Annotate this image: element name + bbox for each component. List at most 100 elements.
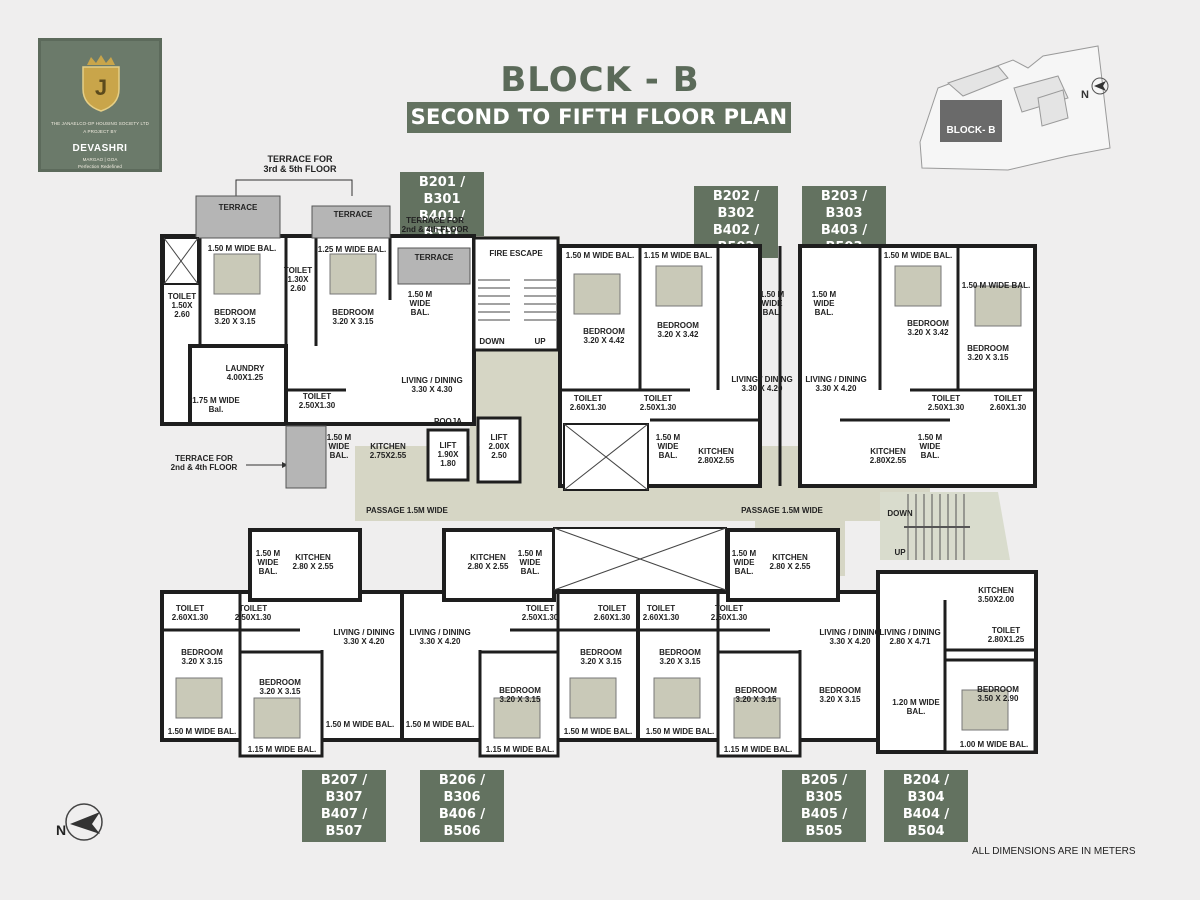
room-label-line: 1.50 M [655,433,681,442]
room-label-line: BEDROOM [259,678,301,687]
room-label-line: 2.80 X 2.55 [292,562,334,571]
shaft-void [163,237,649,491]
fire-escape-stair [472,236,560,352]
room-label-line: 2.00X [488,442,510,451]
room-label: TERRACE [193,203,283,212]
room-label: UP [495,337,585,346]
terrace-note-2-4-left: TERRACE FOR 2nd & 4th FLOOR [162,454,246,472]
room-label-line: 3.30 X 4.30 [411,385,453,394]
room-label-line: 1.50 M WIDE BAL. [645,727,715,736]
developer-logo: J THE JANAELCO-OP HOUSING SOCIETY LTD A … [38,38,162,172]
room-label: DOWN [855,509,945,518]
room-label-line: 1.50 M WIDE BAL. [961,281,1031,290]
unit-tag-line: B407 / B507 [320,807,368,839]
room-label: TERRACE [308,210,398,219]
room-label-line: 3.20 X 3.15 [181,657,223,666]
note-line: TERRACE FOR [175,454,233,463]
room-label-line: 1.15 M WIDE BAL. [723,745,793,754]
room-label-line: BEDROOM [659,648,701,657]
room-label: 1.15 M WIDE BAL. [237,745,327,754]
room-label-line: BAL. [520,567,540,576]
room-label-line: 1.50 M WIDE BAL. [405,720,475,729]
room-label: POOJA [403,417,493,426]
room-label-line: KITCHEN [978,586,1014,595]
arrow-head [282,462,288,468]
footer-note: ALL DIMENSIONS ARE IN METERS [972,846,1136,857]
room-label-line: WIDE [733,558,755,567]
crown-shield-icon: J [82,55,120,112]
upper-inner-walls [198,236,1035,486]
unit-tag-line: B203 / B303 [820,189,868,221]
room-label-line: 1.50 M [811,290,837,299]
room-label-line: BEDROOM [499,686,541,695]
shaft-void [553,527,727,591]
keyplan-block-b [940,100,1002,142]
note-line: 3rd & 5th FLOOR [263,164,337,174]
room-label: 1.50 M WIDE BAL. [873,251,963,260]
room-label-line: 2.50X1.30 [234,613,272,622]
main-staircase [904,494,970,560]
room-label-line: 2.50X1.30 [521,613,559,622]
room-label: 1.50 M WIDE BAL. [315,720,405,729]
unit-tag-b206: B206 / B306 B406 / B506 [420,770,504,842]
room-label-line: TOILET [302,392,332,401]
room-label-line: BEDROOM [583,327,625,336]
room-label-line: 3.20 X 3.42 [657,330,699,339]
room-label-line: 1.50 M [517,549,543,558]
room-label: 1.50 M WIDE BAL. [553,727,643,736]
room-label-line: KITCHEN [698,447,734,456]
room-label-line: 1.50 M [731,549,757,558]
room-label: 1.25 M WIDE BAL. [307,245,397,254]
room-label-line: BAL. [329,451,349,460]
unit-tag-b201: B201 / B301 B401 / B501 [400,172,484,244]
unit-tag-line: B201 / B301 [418,175,466,207]
room-label: FIRE ESCAPE [471,249,561,258]
room-label: 1.15 M WIDE BAL. [713,745,803,754]
room-label-line: BAL. [658,451,678,460]
room-label: DOWN [447,337,537,346]
unit-tag-line: B206 / B306 [438,773,486,805]
logo-society-line: THE JANAELCO-OP HOUSING SOCIETY LTD [50,121,150,126]
unit-tag-b205: B205 / B305 B405 / B505 [782,770,866,842]
room-label-line: TOILET [646,604,676,613]
room-label-line: KITCHEN [470,553,506,562]
room-label-line: 2.60X1.30 [569,403,607,412]
room-label-line: TOILET [283,266,313,275]
room-label-line: 2.60X1.30 [593,613,631,622]
terrace-bracket [235,179,353,196]
room-label: PASSAGE 1.5M WIDE [362,506,452,515]
room-label-line: 2.80X2.55 [697,456,735,465]
room-label-line: BEDROOM [181,648,223,657]
terrace-note-3-5: TERRACE FOR 3rd & 5th FLOOR [260,154,340,174]
terraces [195,195,471,489]
room-label-line: TOILET [167,292,197,301]
room-label: 1.50 M WIDE BAL. [951,281,1041,290]
room-label-line: 2.80 X 2.55 [769,562,811,571]
room-label-line: KITCHEN [370,442,406,451]
room-label-line: BEDROOM [580,648,622,657]
room-label-line: 3.30 X 4.20 [419,637,461,646]
room-label-line: TOILET [714,604,744,613]
room-label-line: TOILET [573,394,603,403]
room-label-line: 3.30 X 4.20 [829,637,871,646]
room-label-line: DOWN [887,509,913,518]
room-label-line: LIVING / DINING [333,628,395,637]
room-label-line: LIVING / DINING [879,628,941,637]
